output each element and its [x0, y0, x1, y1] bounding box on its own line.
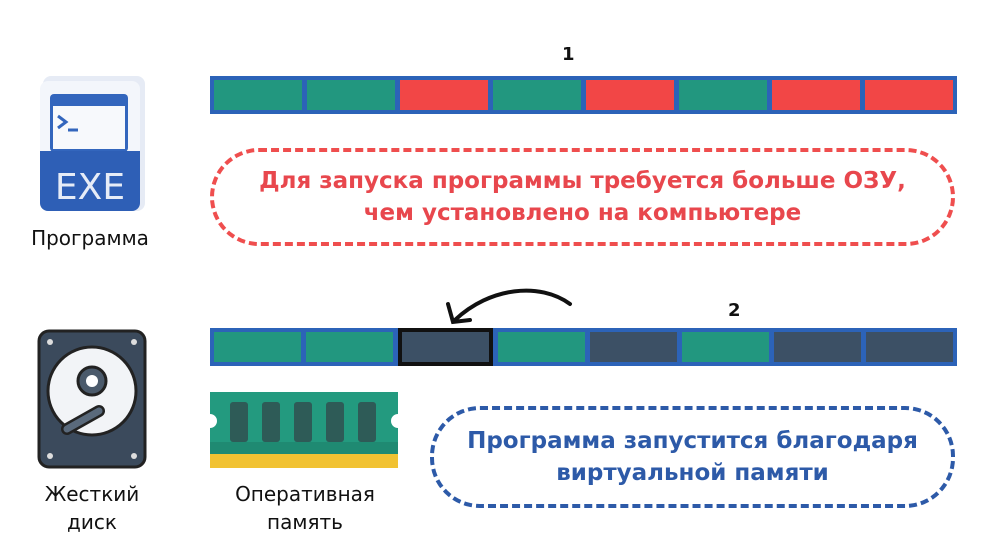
memory-cell-used [306, 332, 393, 362]
solution-line2: виртуальной памяти [556, 460, 829, 486]
memory-cell-used [679, 80, 767, 110]
problem-note: Для запуска программы требуется больше О… [210, 148, 955, 246]
solution-note: Программа запустится благодаря виртуально… [430, 406, 955, 508]
memory-cell-required [586, 80, 674, 110]
memory-cell-used [307, 80, 395, 110]
step-1-label: 1 [562, 44, 575, 65]
memory-cell-used [214, 80, 302, 110]
problem-line1: Для запуска программы требуется больше О… [259, 168, 906, 194]
hdd-label-line1: Жесткий [44, 482, 140, 506]
step-2-label: 2 [728, 300, 741, 321]
svg-text:EXE: EXE [55, 167, 125, 208]
memory-cell-virtual [590, 332, 677, 362]
ram-module-icon [210, 392, 398, 468]
hard-disk-icon [37, 329, 147, 469]
memory-cell-used [498, 332, 585, 362]
memory-cell-required [772, 80, 860, 110]
swap-arrow-icon [446, 288, 572, 325]
hdd-label: Жесткий диск [12, 480, 172, 536]
memory-cell-virtual [774, 332, 861, 362]
memory-cell-required [400, 80, 488, 110]
memory-cell-required [865, 80, 953, 110]
problem-line2: чем установлено на компьютере [363, 200, 802, 226]
memory-cell-used [214, 332, 301, 362]
memory-cell-virtual-highlight [398, 328, 493, 366]
ram-label-line1: Оперативная [235, 482, 375, 506]
memory-bar-1 [210, 76, 957, 114]
program-label: Программа [31, 226, 149, 250]
memory-cell-used [493, 80, 581, 110]
ram-label-line2: память [267, 510, 343, 534]
memory-bar-2 [210, 328, 957, 366]
solution-line1: Программа запустится благодаря [467, 428, 918, 454]
hdd-label-line2: диск [67, 510, 117, 534]
memory-cell-virtual [866, 332, 953, 362]
ram-label: Оперативная память [205, 480, 405, 536]
memory-cell-used [682, 332, 769, 362]
exe-file-icon: EXE [40, 76, 145, 211]
